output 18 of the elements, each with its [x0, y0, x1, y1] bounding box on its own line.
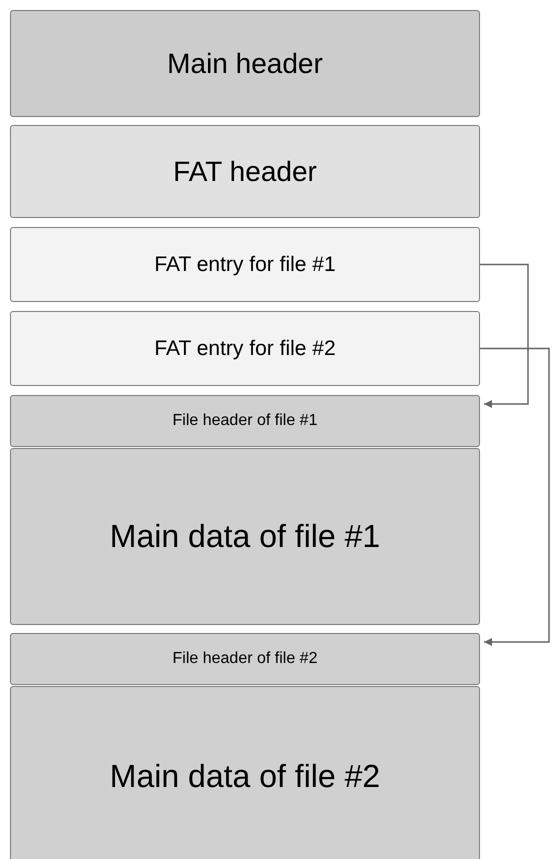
memory-block [10, 395, 480, 447]
pointer-arrow [480, 348, 550, 646]
block-label: FAT entry for file #1 [154, 252, 336, 276]
block-label: Main data of file #1 [110, 518, 380, 555]
memory-block [10, 10, 480, 117]
block-label: Main data of file #2 [110, 758, 380, 794]
pointer-arrow [480, 264, 529, 408]
block-label: File header of file #1 [172, 412, 318, 430]
memory-block [10, 633, 480, 685]
block-label: FAT entry for file #2 [154, 336, 336, 360]
block-label: File header of file #2 [172, 650, 318, 668]
memory-block [10, 448, 480, 625]
memory-block [10, 686, 480, 859]
memory-block [10, 227, 480, 302]
memory-block [10, 125, 480, 218]
memory-block [10, 311, 480, 386]
block-label: Main header [167, 48, 323, 80]
block-label: FAT header [173, 156, 317, 188]
